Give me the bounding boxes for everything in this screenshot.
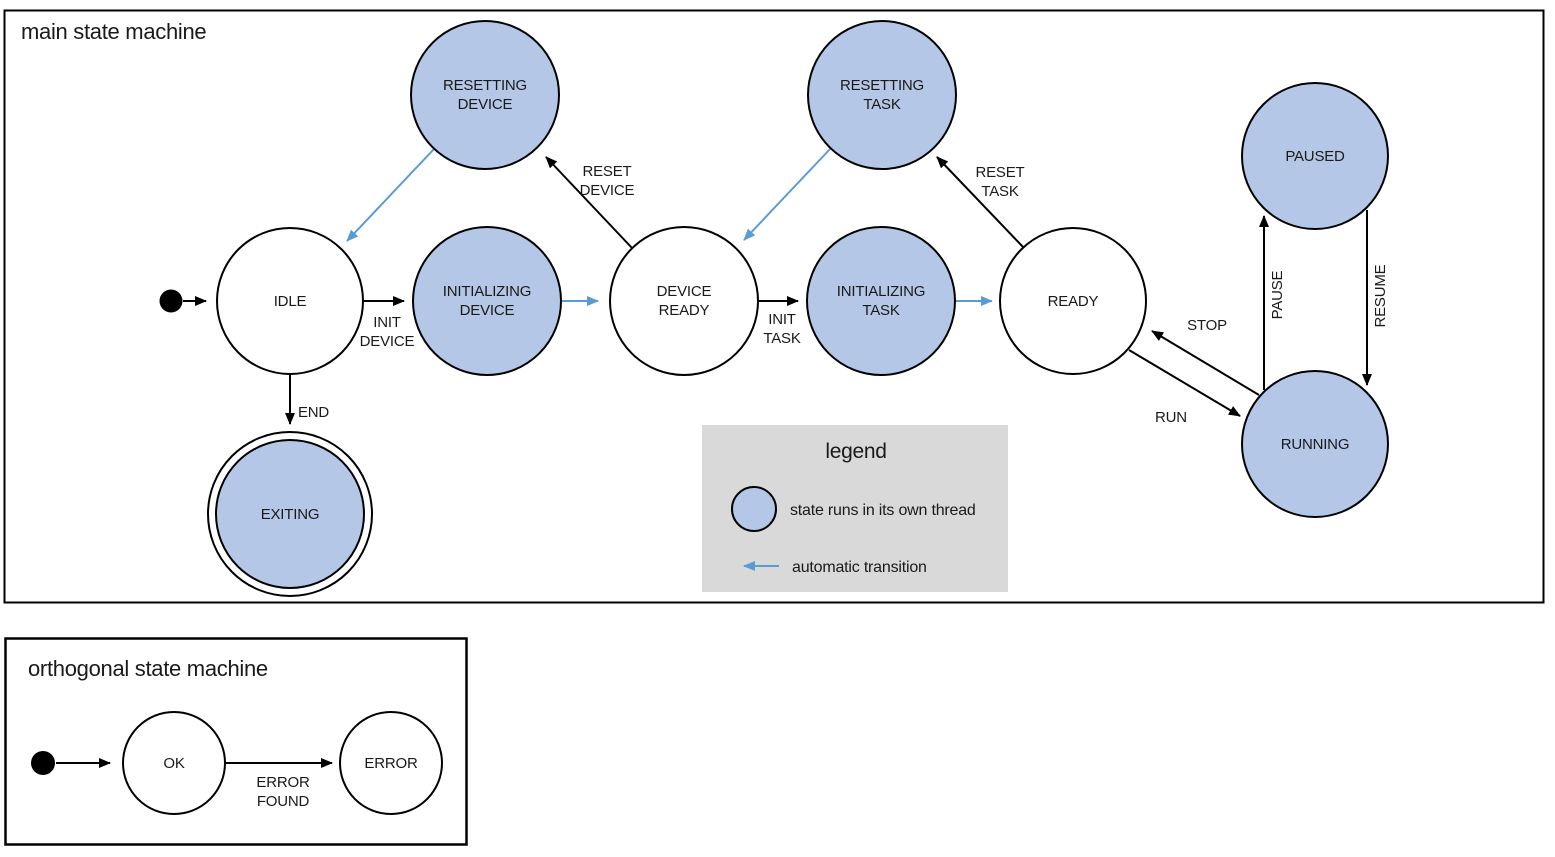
transition-label-error-found-line2: FOUND	[257, 793, 310, 810]
main-machine-title: main state machine	[21, 19, 206, 44]
transition-reset-device	[545, 156, 633, 249]
state-running	[1241, 370, 1389, 518]
state-device-ready	[609, 226, 759, 376]
state-label-initializing-device-line1: INITIALIZING	[443, 283, 531, 300]
state-error	[339, 711, 443, 815]
state-label-resetting-task-line1: RESETTING	[840, 77, 924, 94]
legend-automatic-transition-label: automatic transition	[792, 559, 927, 576]
state-exiting	[215, 439, 365, 589]
state-ready	[999, 227, 1147, 375]
state-label-exiting: EXITING	[261, 506, 320, 523]
state-label-idle: IDLE	[274, 293, 307, 310]
state-idle	[216, 227, 364, 375]
transition-label-error-found-line1: ERROR	[256, 774, 310, 791]
transition-stop	[1151, 330, 1260, 396]
main-machine-frame	[3, 9, 1545, 604]
transition-auto-resetting-task-to-device-ready	[743, 147, 832, 241]
state-initializing-device	[412, 226, 562, 376]
transition-label-run: RUN	[1155, 409, 1187, 426]
state-label-ok: OK	[163, 755, 184, 772]
state-label-device-ready-line1: DEVICE	[657, 283, 712, 300]
state-label-device-ready-line2: READY	[659, 302, 710, 319]
transition-label-stop: STOP	[1187, 317, 1227, 334]
state-label-running: RUNNING	[1281, 436, 1350, 453]
legend-title: legend	[825, 440, 886, 463]
state-ok	[122, 711, 226, 815]
transition-label-resume: RESUME	[1372, 264, 1389, 327]
state-label-error: ERROR	[364, 755, 418, 772]
legend-threaded-state-label: state runs in its own thread	[790, 502, 976, 519]
state-resetting-task	[807, 20, 957, 170]
initial-state-dot-orthogonal	[31, 751, 55, 775]
state-paused	[1241, 82, 1389, 230]
state-initializing-task	[806, 226, 956, 376]
transition-label-init-device-line1: INIT	[373, 314, 401, 331]
state-label-paused: PAUSED	[1285, 148, 1345, 165]
legend-threaded-state-circle-icon	[731, 486, 777, 532]
orthogonal-machine-title: orthogonal state machine	[28, 656, 268, 681]
state-label-initializing-task-line2: TASK	[862, 302, 899, 319]
state-label-ready: READY	[1048, 293, 1099, 310]
transition-label-reset-device-line2: DEVICE	[580, 182, 635, 199]
transition-label-reset-task-line2: TASK	[981, 183, 1018, 200]
orthogonal-machine-frame	[4, 637, 468, 846]
initial-state-dot-main	[159, 289, 183, 313]
state-resetting-device	[410, 20, 560, 170]
transition-label-init-task-line2: TASK	[763, 330, 800, 347]
transition-reset-task	[936, 156, 1024, 248]
transition-label-init-device-line2: DEVICE	[360, 333, 415, 350]
transition-label-reset-device-line1: RESET	[582, 163, 631, 180]
transition-label-reset-task-line1: RESET	[975, 164, 1024, 181]
state-label-resetting-device-line2: DEVICE	[458, 96, 513, 113]
transition-auto-resetting-device-to-idle	[346, 148, 435, 242]
state-label-resetting-device-line1: RESETTING	[443, 77, 527, 94]
transition-label-init-task-line1: INIT	[768, 311, 796, 328]
transition-label-end: END	[298, 404, 329, 421]
transition-label-pause: PAUSE	[1269, 270, 1286, 319]
state-label-initializing-device-line2: DEVICE	[460, 302, 515, 319]
state-label-initializing-task-line1: INITIALIZING	[837, 283, 925, 300]
transition-run	[1128, 349, 1241, 417]
state-label-resetting-task-line2: TASK	[863, 96, 900, 113]
